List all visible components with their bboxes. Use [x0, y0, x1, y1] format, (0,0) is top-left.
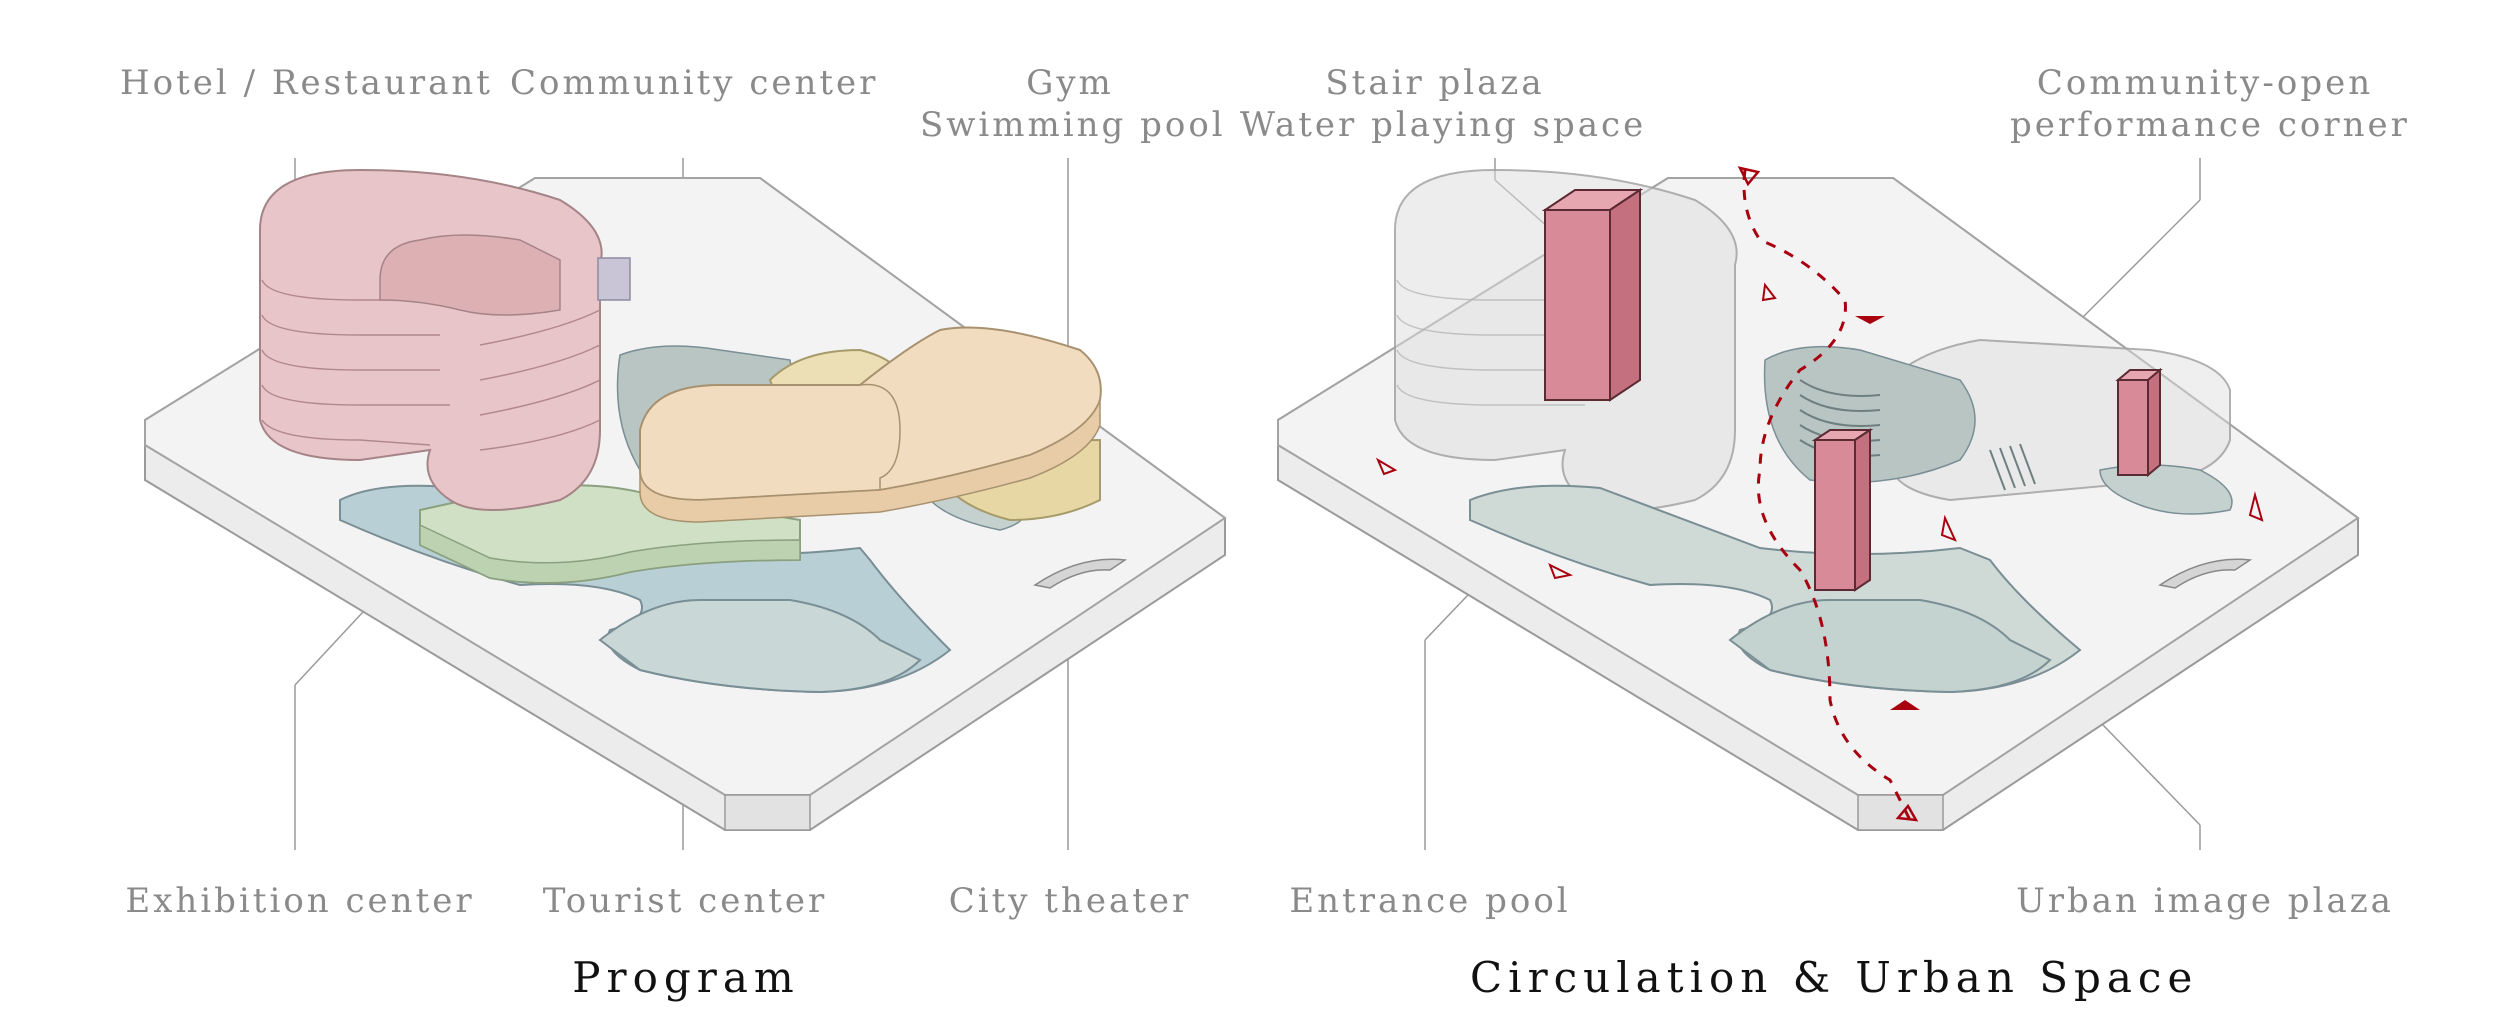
label-performance-corner: performance corner — [2010, 104, 2400, 146]
label-city-theater: City theater — [920, 880, 1220, 922]
label-water-playing-space: Water playing space — [1240, 104, 1630, 146]
label-hotel-restaurant: Hotel / Restaurant — [120, 62, 470, 104]
label-stair-plaza: Stair plaza — [1240, 62, 1630, 104]
label-urban-image-plaza: Urban image plaza — [2010, 880, 2400, 922]
label-community-open: Community-open — [2010, 62, 2400, 104]
label-exhibition-center: Exhibition center — [120, 880, 480, 922]
label-swimming-pool: Swimming pool — [920, 104, 1220, 146]
label-community-center: Community center — [510, 62, 860, 104]
caption-program: Program — [486, 953, 886, 1002]
label-entrance-pool: Entrance pool — [1260, 880, 1600, 922]
label-gym: Gym — [920, 62, 1220, 104]
label-tourist-center: Tourist center — [510, 880, 860, 922]
caption-circulation: Circulation & Urban Space — [1470, 953, 2170, 1002]
